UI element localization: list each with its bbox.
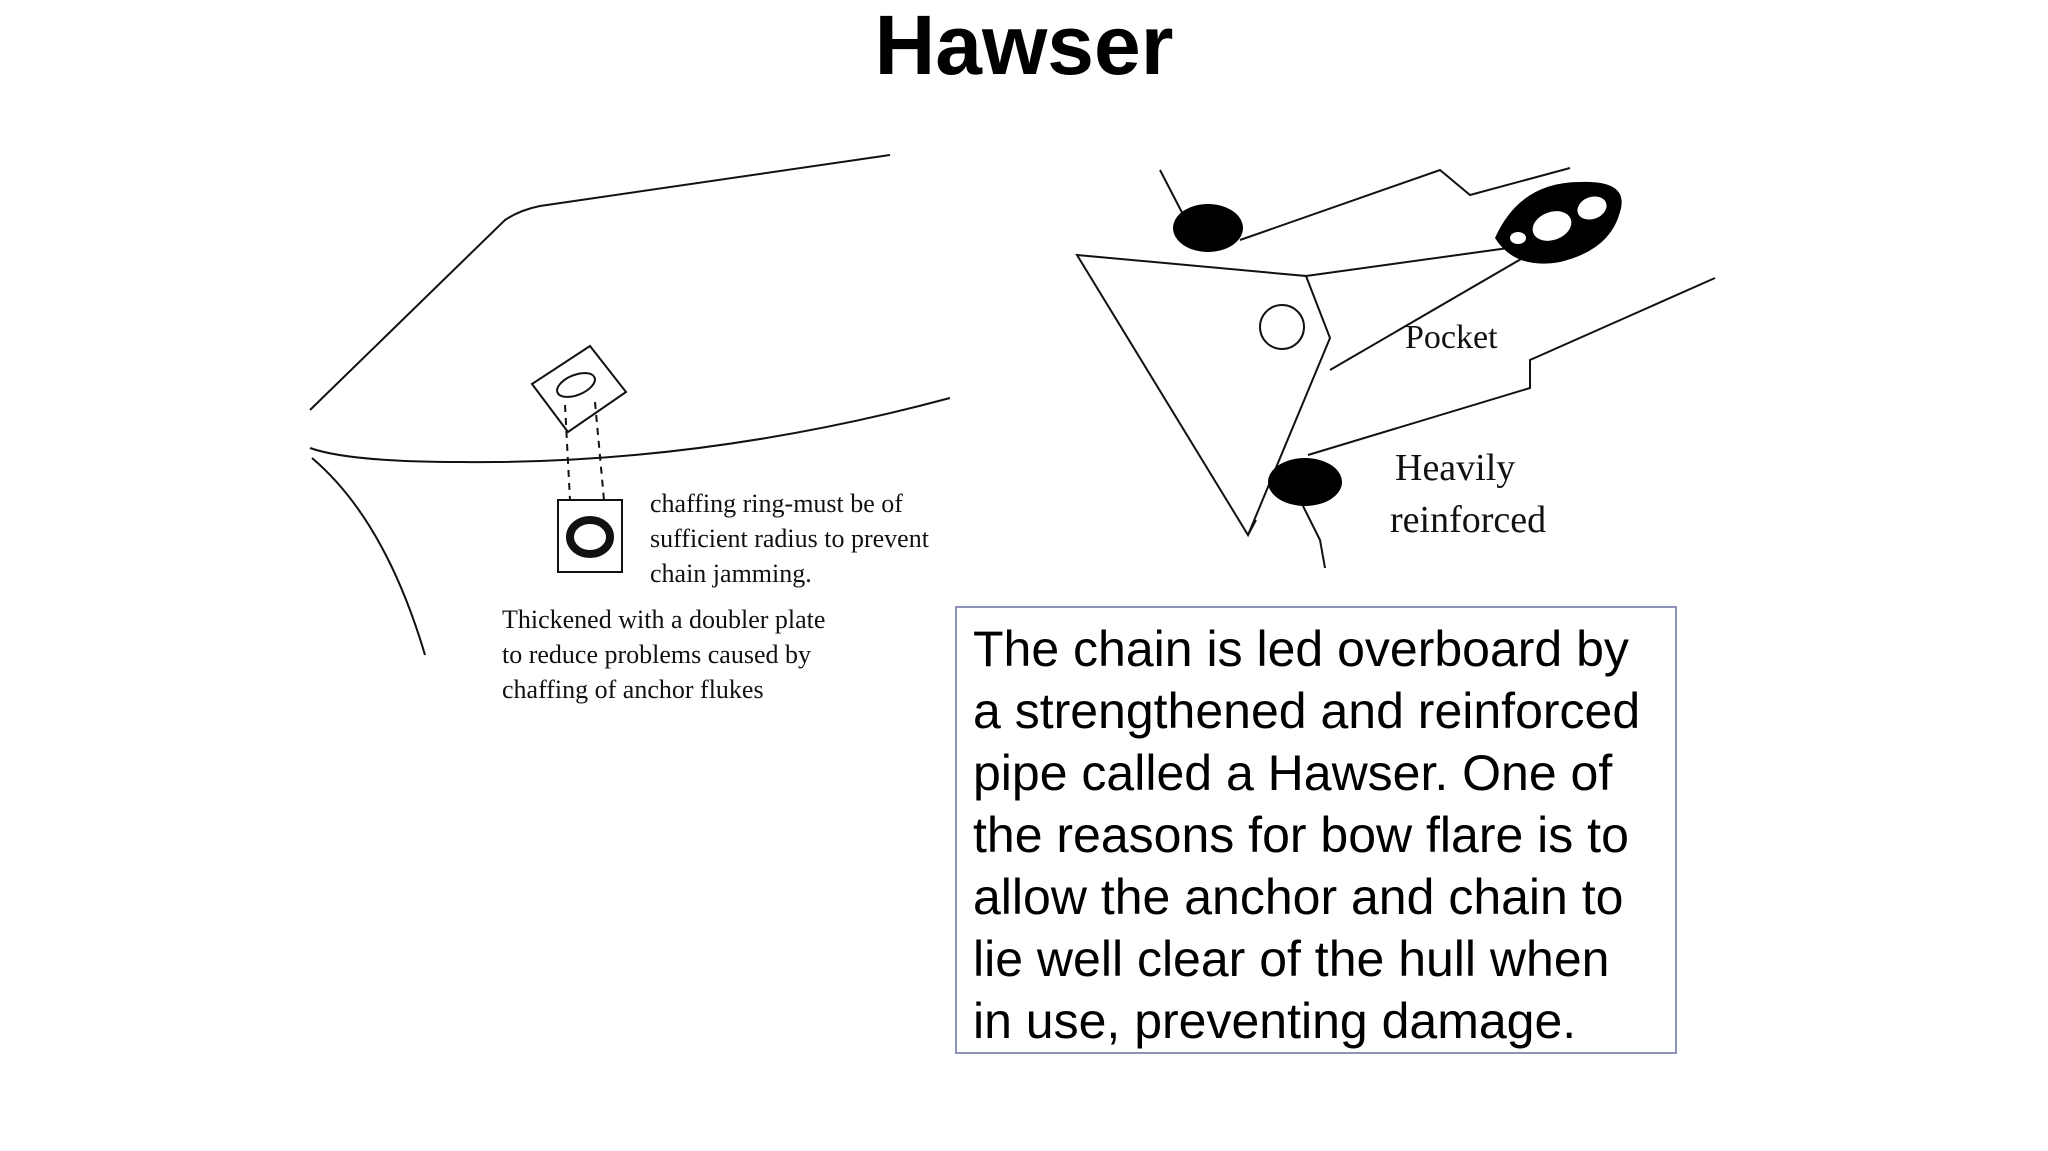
anchor-arm-line [1247, 519, 1257, 536]
chain-line-upper [1305, 244, 1531, 277]
anchor-shackle-hole [1259, 304, 1305, 350]
hawse-pipe-line-right [594, 401, 605, 501]
upper-fairlead-knob [1173, 204, 1243, 252]
anchor-crown-triangle [1075, 253, 1332, 538]
chain-line-lower [1329, 247, 1541, 371]
lower-fairlead-knob [1268, 458, 1342, 506]
chaffing-ring-note: chaffing ring-must be of sufficient radi… [650, 489, 930, 588]
bow-upper-hull-line [309, 154, 891, 411]
anchor-shank-line [1299, 499, 1326, 569]
chain-link-hole-small [1510, 232, 1526, 244]
chaffing-ring [566, 516, 614, 558]
chaffing-ring-note-line: chaffing ring-must be of [650, 489, 903, 518]
reinforced-label-line: reinforced [1390, 499, 1546, 541]
bow-stem-curve [311, 457, 426, 656]
chaffing-ring-note-line: sufficient radius to prevent [650, 524, 930, 553]
hawse-pipe-deck-plate [530, 344, 628, 434]
hawse-pipe-deck-opening [556, 372, 596, 398]
bow-waterline-curve [309, 397, 951, 464]
caption-box: The chain is led overboard by a strength… [955, 606, 1677, 1054]
reinforced-label-line: Heavily [1395, 447, 1515, 489]
doubler-plate-note-line: Thickened with a doubler plate [502, 605, 825, 634]
doubler-plate-note: Thickened with a doubler plate to reduce… [502, 605, 825, 704]
pocket-fittings [1173, 181, 1622, 506]
page-title: Hawser [874, 0, 1174, 92]
doubler-plate-note-line: chaffing of anchor flukes [502, 675, 764, 704]
hawse-pipe-line-left [564, 404, 571, 501]
pocket-label: Pocket [1405, 319, 1498, 356]
chain-link-hole-left [1532, 211, 1572, 241]
bow-profile-drawing [309, 154, 951, 656]
chaffing-ring-note-line: chain jamming. [650, 559, 812, 588]
doubler-plate-note-line: to reduce problems caused by [502, 640, 811, 669]
pocket-lower-edge [1307, 277, 1716, 456]
pocket-top-edge [1239, 167, 1571, 241]
chain-link-hole-right [1577, 196, 1607, 220]
caption-text: The chain is led overboard by a strength… [973, 621, 1641, 1049]
hawse-pipe-shell-plate [557, 499, 623, 573]
